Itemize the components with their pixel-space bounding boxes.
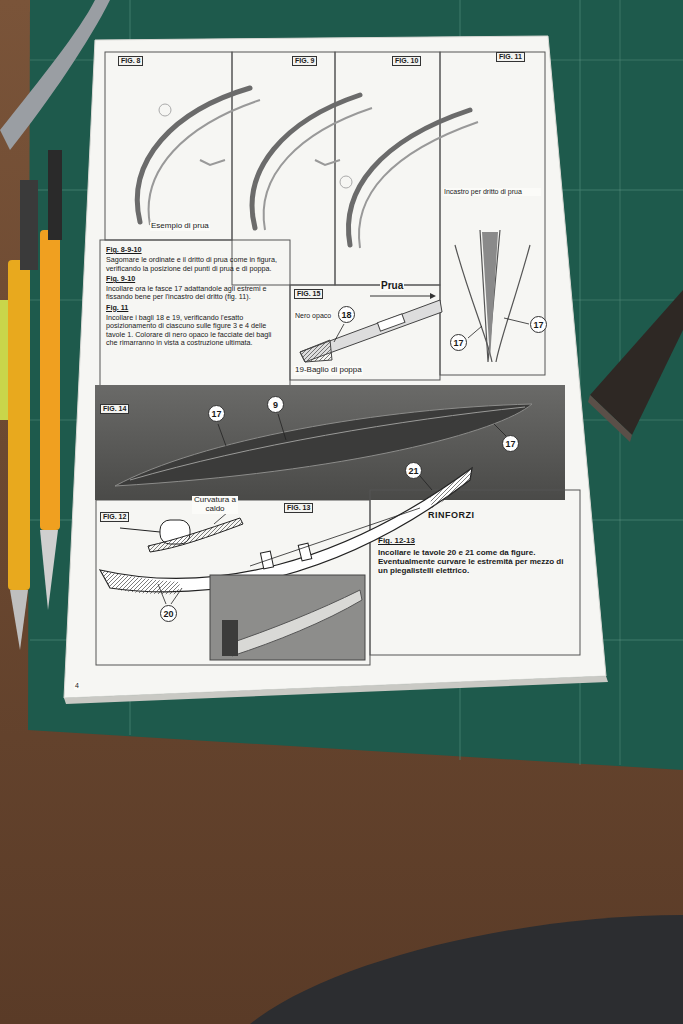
illustration-path — [137, 88, 250, 222]
illustration-path — [250, 915, 683, 1024]
illustration-path — [359, 122, 478, 248]
direction-label: Prua — [380, 280, 404, 291]
illustration-path — [130, 407, 525, 480]
illustration-rect — [48, 150, 62, 240]
illustration-path — [200, 160, 225, 165]
figure-tag: FIG. 9 — [292, 56, 317, 66]
illustration-rect — [95, 385, 565, 500]
illustration-rect — [440, 52, 545, 375]
instruction-text: Incollare le tavole 20 e 21 come da figu… — [378, 548, 572, 576]
illustration-path — [315, 160, 340, 165]
illustration-path — [264, 108, 372, 230]
illustration-line — [494, 424, 506, 436]
illustration-path — [480, 230, 500, 362]
illustration-g — [30, 0, 683, 765]
figure-tag: FIG. 8 — [118, 56, 143, 66]
figure-caption: Curvatura a caldo — [192, 496, 238, 514]
illustration-line — [504, 318, 529, 324]
figure-tag: FIG. 13 — [284, 503, 313, 513]
illustration-path — [149, 100, 260, 225]
callout-number: 17 — [530, 316, 547, 333]
illustration-line — [370, 296, 430, 297]
instruction-text: Incollare ora le fasce 17 adattandole ag… — [106, 285, 284, 302]
figure-tag: FIG. 12 — [100, 512, 129, 522]
illustration-rect — [40, 230, 60, 530]
illustration-rect — [8, 260, 30, 590]
illustration-rect — [20, 180, 38, 270]
illustration-rect — [222, 620, 238, 656]
callout-number: 17 — [208, 405, 225, 422]
illustration-circle — [159, 104, 171, 116]
page-number: 4 — [74, 682, 80, 690]
illustration-rect — [100, 240, 290, 392]
callout-number: 21 — [405, 462, 422, 479]
illustration-path — [496, 245, 530, 362]
callout-number: 9 — [267, 396, 284, 413]
illustration-rect — [210, 575, 365, 660]
illustration-line — [171, 588, 182, 604]
figure-heading: Fig. 11 — [106, 304, 284, 312]
illustration-g — [149, 100, 478, 248]
illustration-g — [30, 0, 683, 765]
figure-caption: Incastro per dritto di prua — [443, 188, 541, 196]
figure-caption: Esempio di prua — [150, 222, 210, 231]
illustration-polygon — [10, 590, 28, 650]
illustration-polygon — [588, 395, 632, 442]
part-name: 19-Baglio di poppa — [294, 366, 363, 375]
illustration-path — [252, 95, 360, 228]
part-note: Nero opaco — [294, 312, 332, 320]
illustration-path — [100, 570, 180, 594]
panel-heading: RINFORZI — [428, 510, 572, 520]
illustration-polygon — [300, 300, 442, 362]
illustration-line — [420, 476, 432, 490]
instruction-panel: Fig. 8-9-10Sagomare le ordinate e il dri… — [103, 243, 287, 389]
reinforcement-panel: RINFORZI Fig. 12-13Incollare le tavole 20… — [374, 506, 576, 652]
illustration-circle — [340, 176, 352, 188]
illustration-line — [334, 324, 344, 342]
callout-number: 20 — [160, 605, 177, 622]
illustration-line — [158, 584, 166, 604]
illustration-line — [278, 414, 286, 440]
illustration-line — [214, 512, 228, 524]
illustration-path — [28, 0, 683, 770]
illustration-path — [349, 110, 471, 245]
callout-number: 17 — [502, 435, 519, 452]
callout-number: 18 — [338, 306, 355, 323]
illustration-path — [482, 232, 498, 360]
illustration-line — [468, 326, 482, 338]
illustration-polygon — [430, 293, 436, 299]
figure-tag: FIG. 15 — [294, 289, 323, 299]
illustration-line — [120, 528, 160, 532]
figure-tag: FIG. 11 — [496, 52, 525, 62]
illustration-path — [225, 590, 362, 656]
illustration-rect — [377, 314, 405, 331]
figure-heading: Fig. 12-13 — [378, 536, 572, 545]
illustration-path — [148, 518, 243, 552]
illustration-rect — [335, 52, 440, 285]
illustration-polygon — [40, 530, 58, 610]
illustration-polygon — [64, 36, 606, 698]
instruction-text: Sagomare le ordinate e il dritto di prua… — [106, 256, 284, 273]
illustration-line — [218, 424, 226, 446]
instruction-text: Incollare i bagli 18 e 19, verificando l… — [106, 314, 284, 347]
figure-heading: Fig. 8-9-10 — [106, 246, 284, 254]
illustration-rect — [105, 52, 232, 240]
illustration-polygon — [300, 340, 332, 362]
figure-tag: FIG. 14 — [100, 404, 129, 414]
figure-tag: FIG. 10 — [392, 56, 421, 66]
figure-heading: Fig. 9-10 — [106, 275, 284, 283]
illustration-g — [260, 543, 311, 569]
illustration-rect — [96, 500, 370, 665]
illustration-g — [137, 88, 470, 245]
illustration-g — [96, 52, 545, 665]
illustration-polygon — [64, 676, 608, 704]
illustration-path — [430, 468, 472, 508]
callout-number: 17 — [450, 334, 467, 351]
